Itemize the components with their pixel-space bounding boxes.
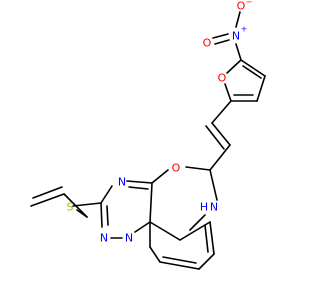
atom-label-nitro-o-left: O xyxy=(203,37,212,50)
bond-ch-ch2-double-inner xyxy=(32,186,63,199)
bond-c3-n2-inner xyxy=(106,205,109,226)
bond-benz-b-c xyxy=(149,246,161,263)
atom-nitro-oxygen-top: O − xyxy=(237,0,253,13)
bond-c3-s xyxy=(72,202,102,207)
bond-nh-c xyxy=(189,214,206,231)
bond-benz-c-d-inner xyxy=(162,256,197,264)
atom-labels: N + O − O O O S N N N H N xyxy=(67,0,253,245)
bond-vinyl-double xyxy=(211,122,231,146)
atom-amine-nh: H N xyxy=(200,201,218,214)
molecule-structure-diagram: N + O − O O O S N N N H N xyxy=(30,0,266,270)
atom-label-ring-o: O xyxy=(172,162,181,175)
bond-o-c4a xyxy=(151,169,169,184)
bond-c4a-n4-inner xyxy=(128,186,149,190)
bond-furan-c2-o xyxy=(224,83,232,102)
bond-nitro-n-o-top xyxy=(235,11,241,28)
bond-lines xyxy=(30,11,266,270)
atom-label-sulfur: S xyxy=(67,201,74,214)
bond-c4a-n4 xyxy=(126,180,153,184)
bond-furan-vinyl xyxy=(211,100,232,124)
bond-nitro-n-o-left-a xyxy=(212,33,229,39)
bond-n4-c3 xyxy=(100,185,113,204)
bond-furan-c5-c4 xyxy=(240,59,266,77)
bond-nitro-n-o-left-b xyxy=(214,39,230,45)
atom-charge-nitro-o-top: − xyxy=(246,0,253,7)
bond-c6-o xyxy=(185,166,211,171)
atom-label-triazine-n4: N xyxy=(118,176,126,189)
atom-nitro-nitrogen: N + xyxy=(232,25,247,43)
bond-c11b-benzo xyxy=(149,221,181,241)
bond-benz-d-e xyxy=(198,253,215,270)
atom-label-triazine-n2: N xyxy=(100,232,108,245)
bond-furan-o-c5 xyxy=(226,59,242,74)
bond-ch2-ch xyxy=(63,193,88,218)
bond-ch-ch2-double xyxy=(30,193,65,207)
bond-benz-e-f-inner xyxy=(204,224,209,253)
bond-benz-c-d xyxy=(159,261,200,270)
bond-c6-nh xyxy=(209,169,218,201)
bond-c3-n2 xyxy=(100,202,103,228)
bond-furan-c5-c4-inner xyxy=(242,65,262,79)
bond-c4a-c11b xyxy=(149,182,153,223)
bond-furan-c4-c3 xyxy=(256,75,266,102)
bond-vinyl-c6 xyxy=(209,144,231,171)
atom-label-nitro-n: N xyxy=(232,30,240,43)
bond-benz-f-a xyxy=(179,221,211,241)
atom-label-furan-o: O xyxy=(218,72,227,85)
atom-label-amine-h: H xyxy=(200,201,208,214)
atom-label-amine-n: N xyxy=(210,201,218,214)
atom-label-triazine-n1: N xyxy=(125,232,133,245)
atom-charge-nitro-n: + xyxy=(241,25,248,34)
bond-benz-e-f xyxy=(209,221,215,255)
atom-label-nitro-o-top: O xyxy=(237,0,246,13)
bond-n1-c11b xyxy=(134,221,151,233)
bond-nitro-n-furan xyxy=(235,43,242,61)
bond-vinyl-double-inner xyxy=(205,125,225,150)
